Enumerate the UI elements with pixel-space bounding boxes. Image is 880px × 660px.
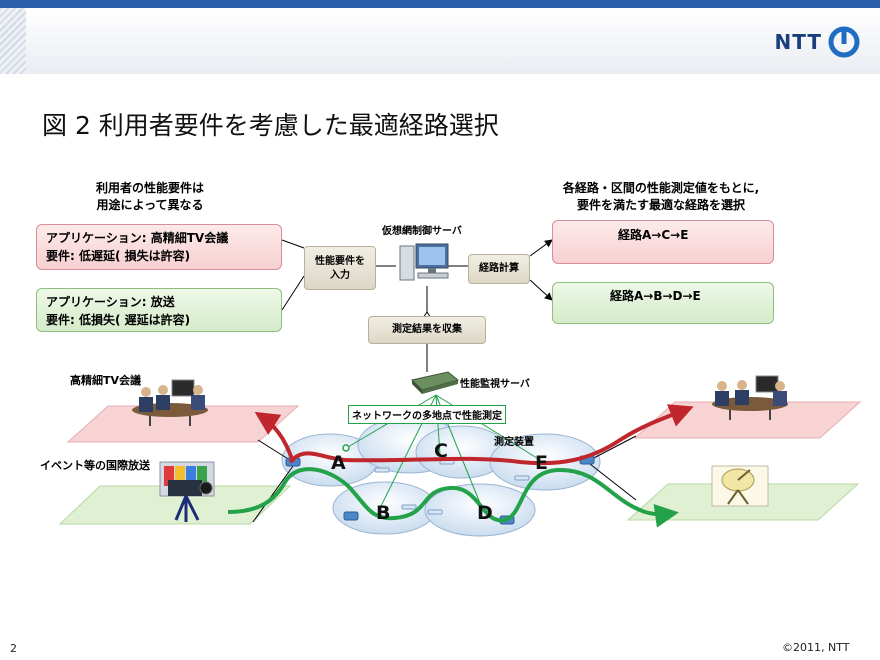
collect-results-box: 測定結果を収集	[368, 316, 486, 344]
conference-people-left-icon	[132, 379, 208, 426]
top-brand-bar	[0, 0, 880, 8]
route-box-red	[552, 220, 774, 264]
route-label-green: 経路A→B→D→E	[610, 289, 701, 303]
green-route-path	[227, 467, 679, 528]
control-server-label: 仮想網制御サーバ	[382, 226, 462, 237]
page-number: 2	[10, 642, 17, 655]
route-box-green	[552, 282, 774, 324]
red-route-path	[288, 404, 694, 466]
header-hatch	[0, 8, 26, 74]
app-box-tv-conference: アプリケーション: 高精細TV会議 要件: 低遅延( 損失は許容)	[36, 224, 282, 270]
broadcast-site-left-platform	[58, 485, 292, 525]
header-band	[0, 8, 880, 74]
node-a: A	[331, 452, 346, 474]
slide-title: 図 2 利用者要件を考慮した最適経路選択	[42, 111, 499, 140]
node-e: E	[535, 452, 548, 474]
node-c: C	[434, 440, 448, 462]
broadcast-site-label: イベント等の国際放送	[40, 459, 150, 472]
broadcast-camera-icon	[159, 461, 215, 522]
node-d: D	[477, 502, 493, 524]
node-b: B	[376, 502, 391, 524]
copyright: ©2011, NTT	[782, 641, 850, 654]
monitor-server-label: 性能監視サーバ	[460, 379, 530, 390]
control-server-pc-icon	[399, 243, 449, 281]
tv-site-left-platform	[66, 405, 300, 443]
conference-people-right-icon	[712, 375, 788, 420]
ntt-logo-mark-icon	[828, 26, 860, 58]
app-box-broadcast: アプリケーション: 放送 要件: 低損失( 遅延は許容)	[36, 288, 282, 332]
satellite-dish-icon	[711, 465, 769, 507]
route-compute-box: 経路計算	[468, 254, 530, 284]
input-requirements-box: 性能要件を 入力	[304, 246, 376, 290]
right-heading: 各経路・区間の性能測定値をもとに, 要件を満たす最適な経路を選択	[562, 181, 760, 212]
multipoint-measurement-label: ネットワークの多地点で性能測定	[348, 405, 506, 424]
network-cloud	[281, 416, 601, 537]
left-heading: 利用者の性能要件は 用途によって異なる	[95, 181, 204, 212]
measurement-device-label: 測定装置	[494, 437, 534, 448]
monitor-server-icon	[411, 371, 460, 394]
ntt-logo: NTT	[775, 25, 860, 59]
tv-conference-site-label: 高精細TV会議	[70, 374, 142, 387]
route-label-red: 経路A→C→E	[618, 228, 689, 242]
